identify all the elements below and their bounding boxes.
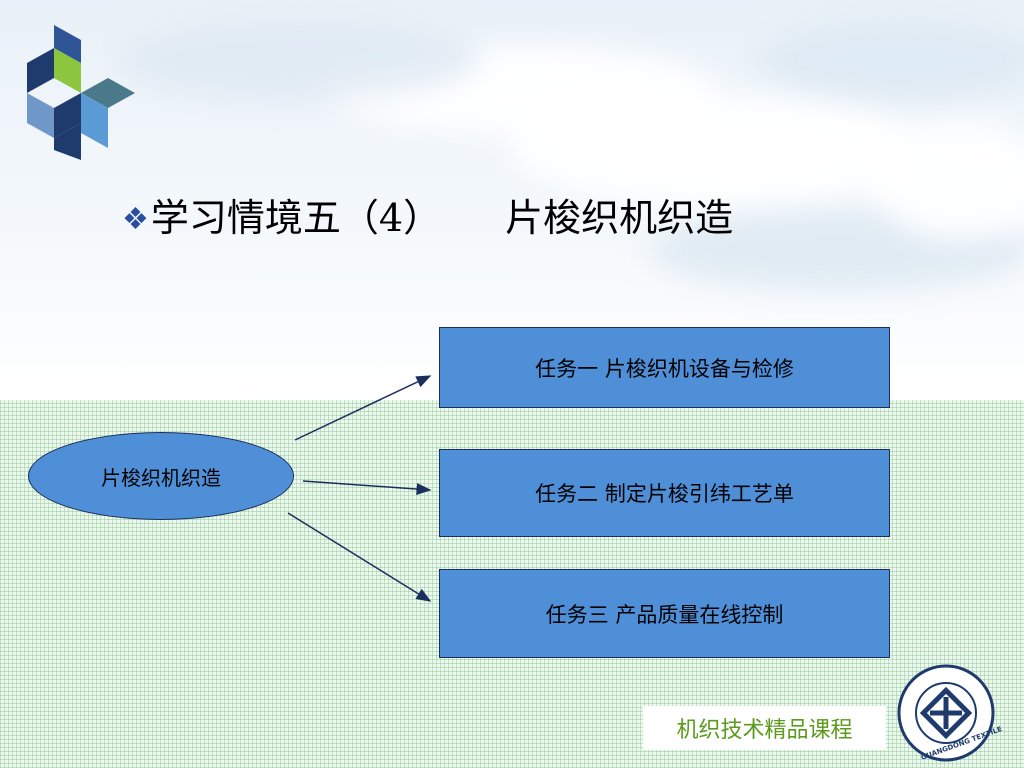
center-node: 片梭织机织造	[28, 432, 294, 520]
course-footer: 机织技术精品课程	[643, 706, 886, 750]
diamond-bullet-icon: ❖	[122, 202, 149, 237]
logo-cubes-icon	[27, 25, 135, 160]
task-box-3: 任务三 产品质量在线控制	[439, 569, 890, 658]
arrow-to-task-2	[302, 480, 432, 496]
arrow-to-task-1	[294, 375, 432, 441]
task-box-2: 任务二 制定片梭引纬工艺单	[439, 449, 890, 537]
title-topic: 片梭织机织造	[505, 196, 734, 240]
arrow-to-task-3	[287, 512, 432, 602]
cloud-decoration	[120, 20, 1024, 290]
slide-title: ❖学习情境五（4） 片梭织机织造	[122, 192, 733, 246]
task-box-1: 任务一 片梭织机设备与检修	[439, 327, 890, 408]
title-prefix: 学习情境五（4）	[150, 196, 442, 240]
